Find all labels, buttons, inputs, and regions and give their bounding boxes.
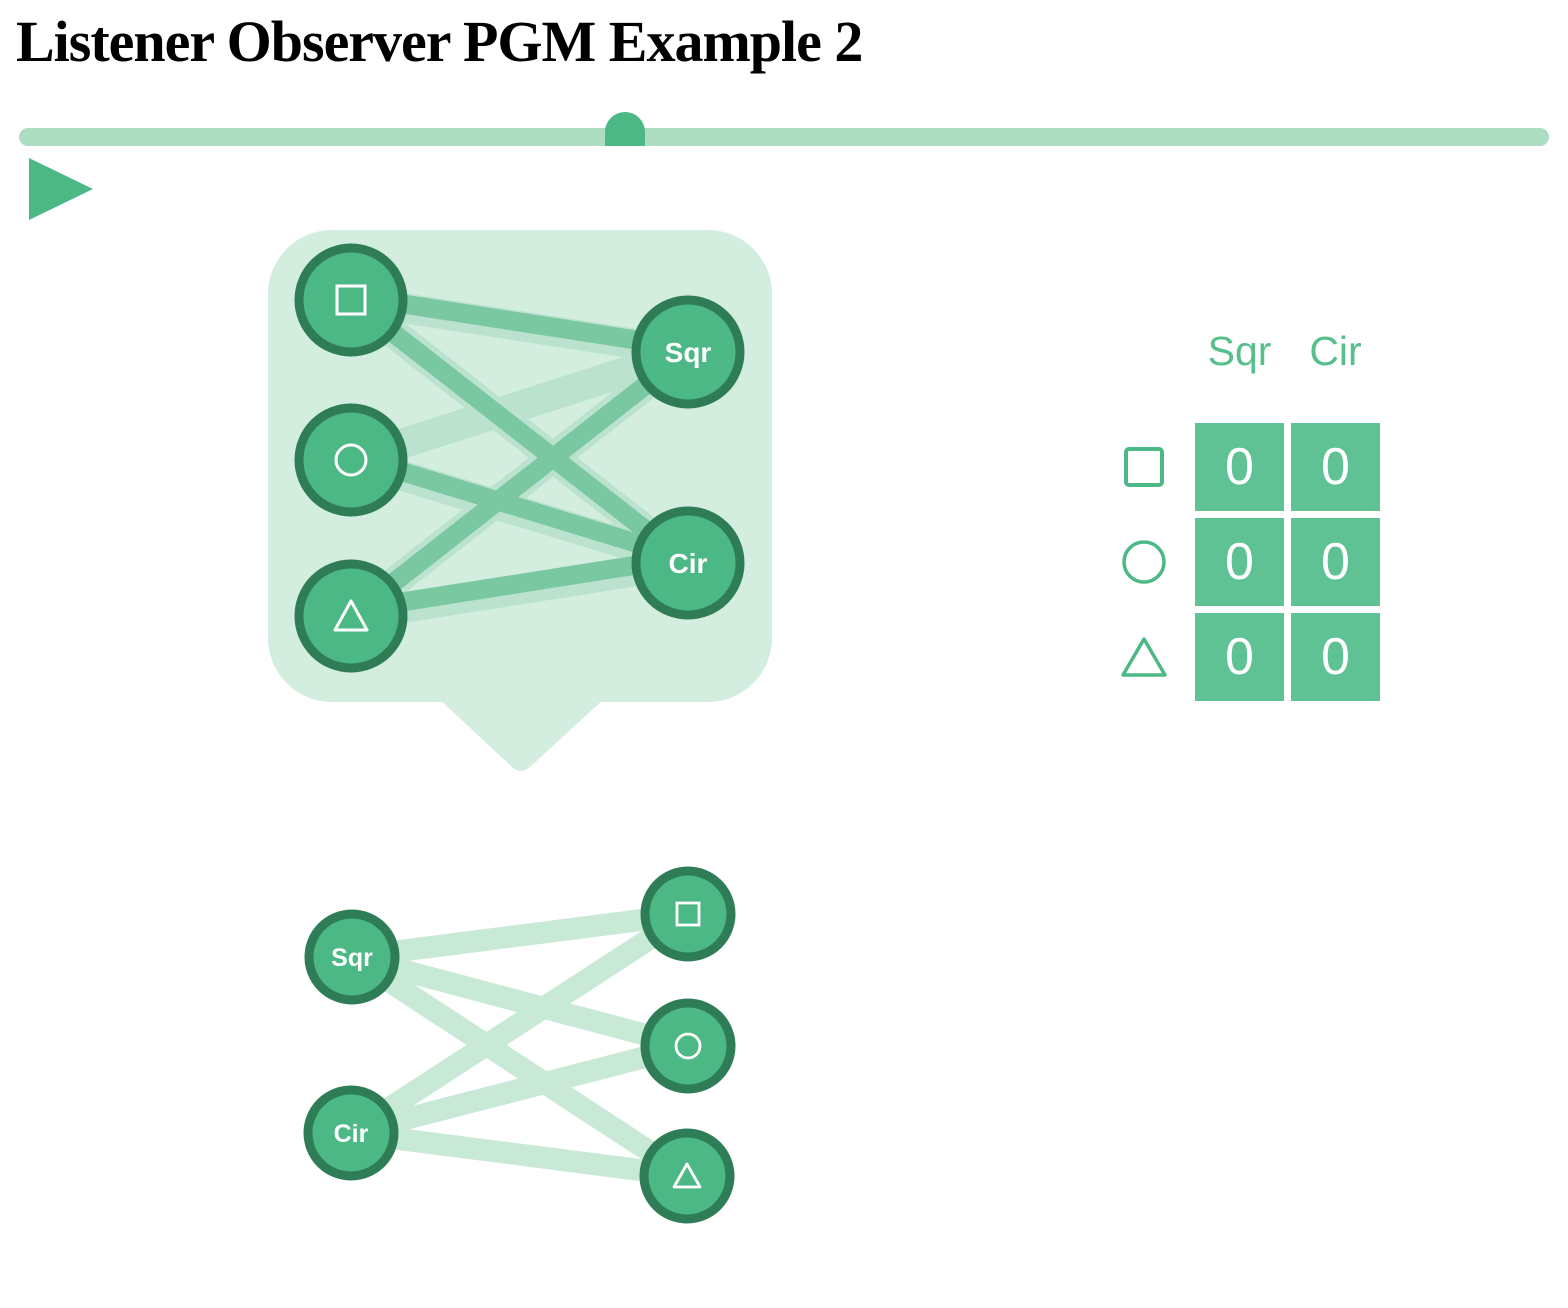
triangle-icon: [672, 1162, 702, 1189]
node-triangle: [294, 559, 408, 673]
node-square: [640, 866, 736, 962]
edge-cir-triangle: [349, 1122, 689, 1187]
belief-bubble-graph: Sqr Cir: [268, 230, 772, 771]
triangle-icon: [333, 599, 369, 632]
play-button[interactable]: [20, 150, 100, 226]
node-triangle: [639, 1128, 735, 1224]
edge-triangle-sqr-strong: [345, 344, 694, 624]
node-sqr-label: Sqr: [665, 337, 712, 368]
observer-graph: Sqr Cir: [303, 866, 736, 1224]
edge-sqr-circle: [349, 946, 691, 1057]
edge-cir-square: [345, 904, 694, 1143]
node-cir-label: Cir: [669, 548, 708, 579]
node-cir: [303, 1085, 399, 1181]
observer-edge-group: [345, 903, 694, 1187]
page-title: Listener Observer PGM Example 2: [16, 9, 863, 74]
table-cell-square-cir: 0: [1291, 423, 1380, 511]
table-header-sqr: Sqr: [1207, 328, 1272, 374]
node-cir-label: Cir: [334, 1120, 369, 1148]
table-row-label-square: [1100, 423, 1188, 511]
square-icon: [1124, 447, 1164, 487]
edge-sqr-triangle: [345, 947, 694, 1186]
table-cell-triangle-sqr: 0: [1195, 613, 1284, 701]
table-cell-circle-cir: 0: [1291, 518, 1380, 606]
count-table: Sqr Cir 0 0 0 0 0 0: [1100, 328, 1380, 701]
node-cir: [631, 506, 745, 620]
node-sqr-label: Sqr: [331, 944, 373, 972]
table-cell-square-sqr: 0: [1195, 423, 1284, 511]
edge-cir-circle: [348, 1035, 691, 1144]
node-sqr: [631, 295, 745, 409]
square-icon: [675, 901, 701, 927]
edge-circle-cir-strong: [348, 446, 691, 569]
node-circle: [640, 998, 736, 1094]
circle-icon: [334, 443, 368, 477]
play-icon: [29, 158, 93, 220]
node-sqr: [304, 909, 400, 1005]
triangle-icon: [1121, 637, 1167, 677]
node-circle: [294, 403, 408, 517]
node-square: [294, 243, 408, 357]
table-cell-circle-sqr: 0: [1195, 518, 1284, 606]
thought-bubble-tail: [438, 698, 605, 771]
circle-icon: [1122, 540, 1166, 584]
circle-icon: [674, 1032, 702, 1060]
edge-square-cir-strong: [345, 292, 694, 571]
edge-sqr-square: [350, 903, 690, 968]
square-icon: [335, 284, 367, 316]
table-header-cir: Cir: [1309, 328, 1362, 374]
table-row-label-triangle: [1100, 613, 1188, 701]
timeline-slider-track[interactable]: [19, 112, 1549, 146]
timeline-slider-handle[interactable]: [605, 112, 645, 146]
table-row-label-circle: [1100, 518, 1188, 606]
edge-circle-sqr: [346, 337, 693, 475]
table-cell-triangle-cir: 0: [1291, 613, 1380, 701]
table-corner-spacer: [1100, 328, 1188, 385]
